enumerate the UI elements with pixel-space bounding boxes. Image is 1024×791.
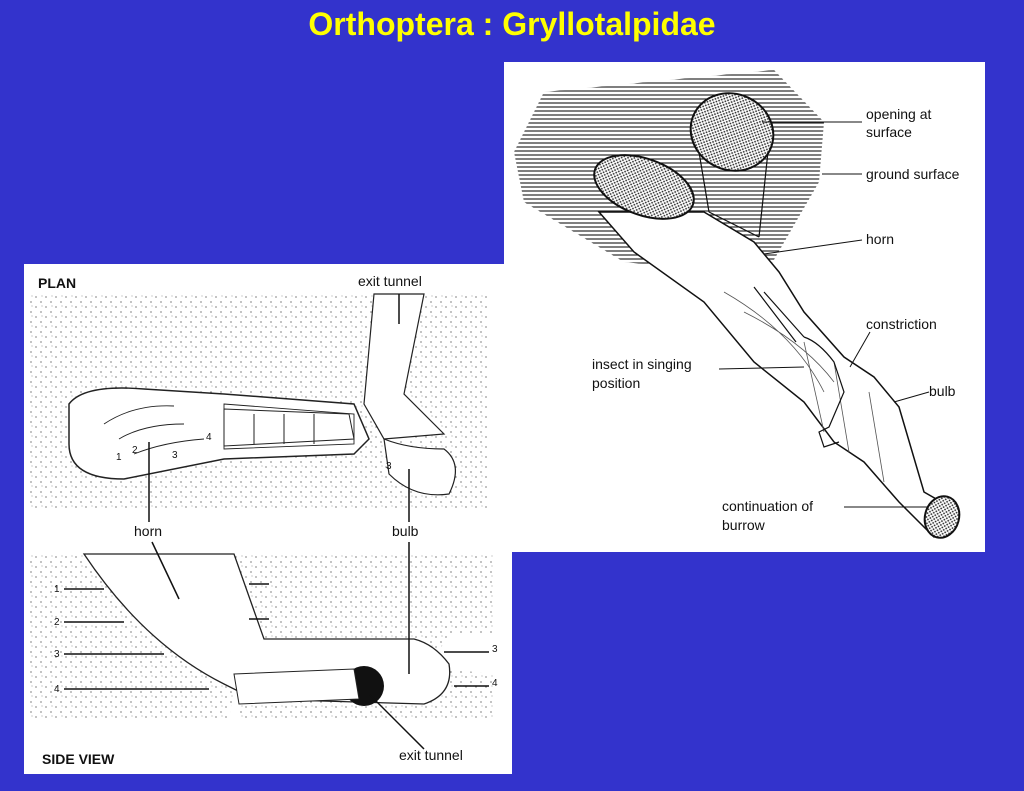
continuation-opening — [923, 495, 961, 539]
side-insect — [233, 668, 360, 705]
plan-insect — [223, 408, 355, 447]
label-continuation-of: continuation of — [722, 498, 813, 514]
plan-chamber — [68, 387, 370, 480]
plan-exit-tunnel — [363, 293, 446, 440]
burrow-perspective-drawing: opening at surface ground surface horn c… — [514, 70, 961, 539]
label-opening-at: opening at — [866, 106, 932, 122]
label-ground-surface: ground surface — [866, 166, 960, 182]
side-number-3: 3 — [54, 649, 60, 660]
burrow-plan-side-drawing: 1 2 3 4 3 4 1 2 3 4 3 PLAN exit tunnel h… — [29, 273, 498, 767]
insect-figure — [753, 286, 845, 448]
plan-number-2: 2 — [132, 445, 138, 456]
label-exit-tunnel-bottom: exit tunnel — [399, 747, 463, 763]
burrow-tube — [597, 211, 961, 539]
side-number-2: 2 — [54, 617, 60, 628]
label-exit-tunnel-top: exit tunnel — [358, 273, 422, 289]
label-bulb: bulb — [929, 383, 956, 399]
burrow-plan-side-diagram: 1 2 3 4 3 4 1 2 3 4 3 PLAN exit tunnel h… — [24, 264, 512, 774]
label-plan: PLAN — [38, 275, 76, 291]
page-title: Orthoptera : Gryllotalpidae — [308, 6, 716, 42]
label-horn-left: horn — [134, 523, 162, 539]
label-position: position — [592, 375, 640, 391]
label-insect-in-singing: insect in singing — [592, 356, 692, 372]
surface-opening-lower — [593, 154, 695, 220]
side-number-4: 4 — [54, 684, 60, 695]
side-number-3-right: 3 — [492, 644, 498, 655]
plan-number-3-bulb: 3 — [386, 461, 392, 472]
side-number-4-right: 4 — [492, 678, 498, 689]
plan-number-4: 4 — [206, 432, 212, 443]
side-soil-left — [29, 554, 234, 719]
surface-opening-upper — [689, 92, 775, 172]
label-horn: horn — [866, 231, 894, 247]
plan-number-1: 1 — [116, 452, 122, 463]
burrow-perspective-diagram: opening at surface ground surface horn c… — [504, 62, 985, 552]
label-constriction: constriction — [866, 316, 937, 332]
label-bulb-left: bulb — [392, 523, 419, 539]
label-burrow: burrow — [722, 517, 766, 533]
side-number-1: 1 — [54, 584, 60, 595]
label-side-view: SIDE VIEW — [42, 751, 115, 767]
label-surface: surface — [866, 124, 912, 140]
plan-number-3: 3 — [172, 450, 178, 461]
